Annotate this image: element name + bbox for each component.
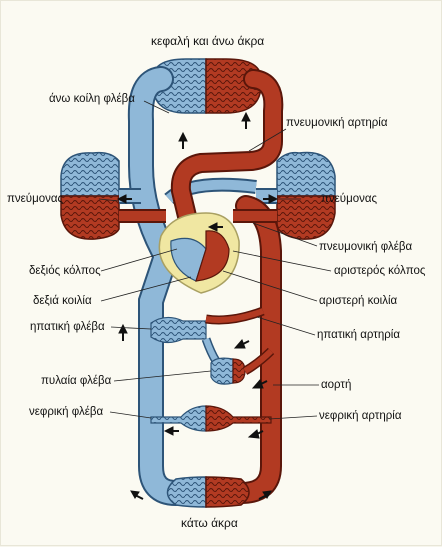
label-portal-vein: πυλαία φλέβα	[41, 375, 111, 388]
label-pulmonary-artery: πνευμονική αρτηρία	[286, 117, 387, 130]
label-renal-artery: νεφρική αρτηρία	[319, 410, 401, 423]
label-lower-limbs: κάτω άκρα	[181, 517, 238, 530]
label-lung-right: πνεύμονας	[321, 193, 377, 206]
capillary-bed-liver	[151, 311, 263, 343]
label-lung-left: πνεύμονας	[7, 193, 63, 206]
label-left-atrium: αριστερός κόλπος	[334, 265, 425, 278]
label-right-atrium: δεξιός κόλπος	[29, 265, 101, 278]
label-superior-vena-cava: άνω κοίλη φλέβα	[49, 93, 135, 106]
capillary-bed-legs	[168, 477, 250, 507]
label-hepatic-vein: ηπατική φλέβα	[30, 321, 105, 334]
lung-left-shape	[61, 153, 119, 239]
label-left-ventricle: αριστερή κοιλία	[319, 295, 397, 308]
label-renal-vein: νεφρική φλέβα	[29, 406, 103, 419]
label-aorta: αορτή	[321, 379, 351, 392]
label-head-and-upper-limbs: κεφαλή και άνω άκρα	[151, 35, 264, 48]
capillary-bed-kidney	[151, 406, 271, 431]
label-right-ventricle: δεξιά κοιλία	[33, 295, 92, 308]
label-hepatic-artery: ηπατική αρτηρία	[317, 329, 400, 342]
label-pulmonary-vein: πνευμονική φλέβα	[319, 241, 412, 254]
